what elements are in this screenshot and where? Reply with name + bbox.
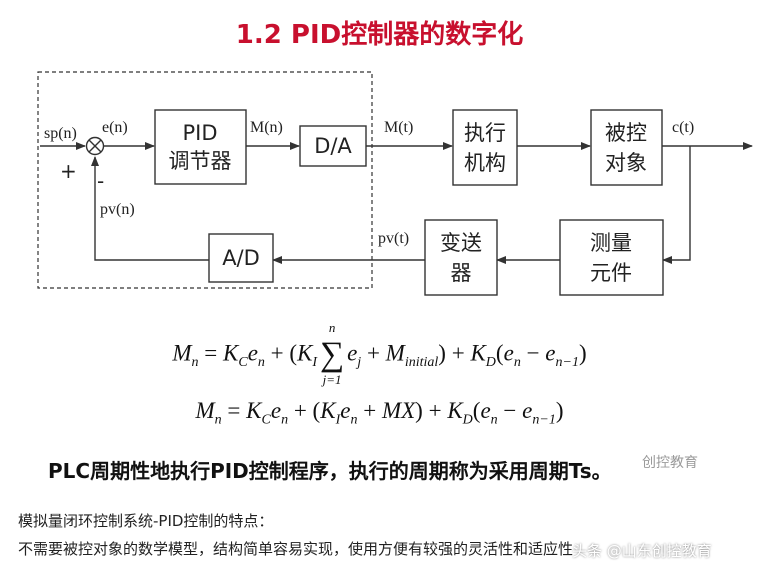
summing-junction xyxy=(85,136,105,156)
sp-signal-label: sp(n) xyxy=(44,125,77,142)
c-signal-label: c(t) xyxy=(672,119,694,136)
description-body: 不需要被控对象的数学模型，结构简单容易实现，使用方便有较强的灵活性和适应性 xyxy=(18,540,574,558)
pvn-line xyxy=(91,156,209,261)
minus-sign: - xyxy=(97,169,104,193)
actuator-label-1: 执行 xyxy=(464,121,506,145)
mn-signal-label: M(n) xyxy=(250,119,283,136)
actuator-block xyxy=(452,109,518,186)
equation-2: Mn = KCen + (KIen + MX) + KD(en − en−1) xyxy=(195,398,564,428)
sensor-label-2: 元件 xyxy=(590,261,632,285)
plant-label-2: 对象 xyxy=(605,151,647,175)
sensor-tap-line xyxy=(662,146,691,264)
sensor-block xyxy=(559,219,664,296)
da-label: D/A xyxy=(314,134,352,158)
watermark-top: 创控教育 xyxy=(642,455,698,471)
sampling-note: PLC周期性地执行PID控制程序，执行的周期称为采用周期Ts。 xyxy=(48,459,612,483)
ad-label: A/D xyxy=(222,246,260,270)
control-block-diagram: PID 调节器 D/A 执行 机构 被控 对象 A/D 变送 器 测量 元件 s… xyxy=(37,71,753,296)
transmitter-label-2: 器 xyxy=(451,261,472,285)
ad-block xyxy=(208,233,274,283)
transmitter-block xyxy=(424,219,498,296)
da-block xyxy=(299,125,367,167)
watermark-bottom: 头条 @山东创控教育 xyxy=(572,542,712,560)
e-signal-label: e(n) xyxy=(102,119,128,136)
pid-label-1: PID xyxy=(182,121,217,145)
sensor-label-1: 测量 xyxy=(590,231,632,255)
pvn-signal-label: pv(n) xyxy=(100,201,135,218)
plant-label-1: 被控 xyxy=(605,121,647,145)
pid-block xyxy=(154,109,247,185)
plus-sign: + xyxy=(60,159,77,183)
transmitter-label-1: 变送 xyxy=(440,231,482,255)
plc-boundary xyxy=(37,71,373,289)
mt-signal-label: M(t) xyxy=(384,119,413,136)
page-title: 1.2 PID控制器的数字化 xyxy=(235,20,524,50)
pid-label-2: 调节器 xyxy=(169,149,232,173)
description-title: 模拟量闭环控制系统-PID控制的特点： xyxy=(18,512,274,530)
plant-block xyxy=(590,109,663,186)
pvt-signal-label: pv(t) xyxy=(378,230,409,247)
actuator-label-2: 机构 xyxy=(464,151,506,175)
